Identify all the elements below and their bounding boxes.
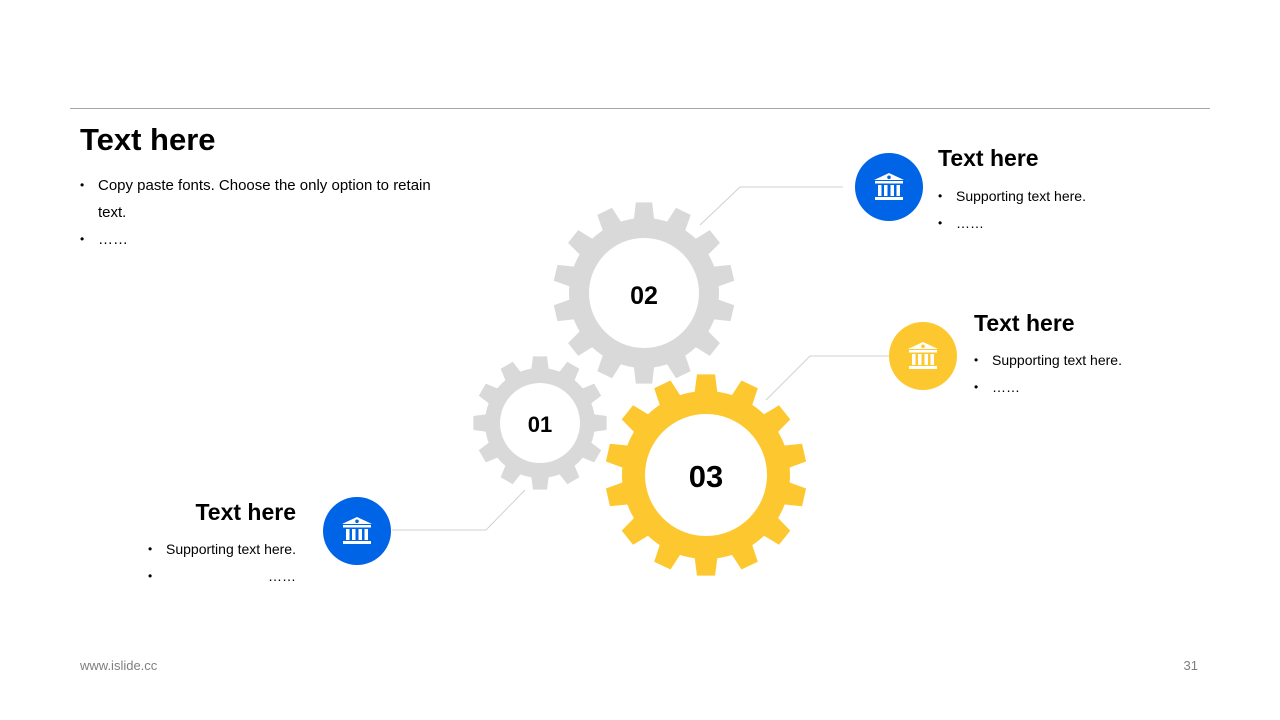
gear-label-02: 02	[630, 282, 658, 310]
gear-label-03: 03	[689, 459, 723, 494]
gear-label-01: 01	[528, 412, 552, 437]
connector-line-03	[765, 355, 890, 401]
main-bullet: Copy paste fonts. Choose the only option…	[80, 172, 440, 226]
bank-icon-01	[323, 497, 391, 565]
footer-url: www.islide.cc	[80, 658, 158, 673]
bank-glyph	[874, 173, 904, 200]
block-bullet: Supporting text here.	[938, 183, 1086, 210]
block-bullet: ……	[974, 374, 1122, 401]
block-bullet: ……	[938, 210, 1086, 237]
gear-01	[473, 356, 607, 490]
gear-02	[553, 202, 735, 384]
block-bullets-02: Supporting text here. ……	[938, 183, 1086, 237]
block-bullet: ……	[148, 563, 296, 590]
page-number: 31	[1183, 658, 1198, 673]
connector-line-01	[392, 489, 526, 531]
bank-glyph	[908, 342, 938, 369]
gear-03	[605, 374, 807, 576]
bank-glyph	[342, 517, 372, 544]
main-bullet: ……	[80, 226, 440, 253]
bank-icon-02	[855, 153, 923, 221]
block-bullet: Supporting text here.	[974, 347, 1122, 374]
block-bullets-03: Supporting text here. ……	[974, 347, 1122, 401]
main-title: Text here	[80, 122, 216, 157]
bank-icon-03	[889, 322, 957, 390]
main-bullet-list: Copy paste fonts. Choose the only option…	[80, 172, 440, 253]
header-divider	[70, 108, 1210, 109]
block-bullets-01: Supporting text here. ……	[148, 536, 296, 590]
block-title-02: Text here	[938, 145, 1039, 171]
block-title-01: Text here	[195, 499, 296, 525]
connector-line-02	[699, 186, 843, 226]
block-title-03: Text here	[974, 310, 1075, 336]
block-bullet: Supporting text here.	[148, 536, 296, 563]
